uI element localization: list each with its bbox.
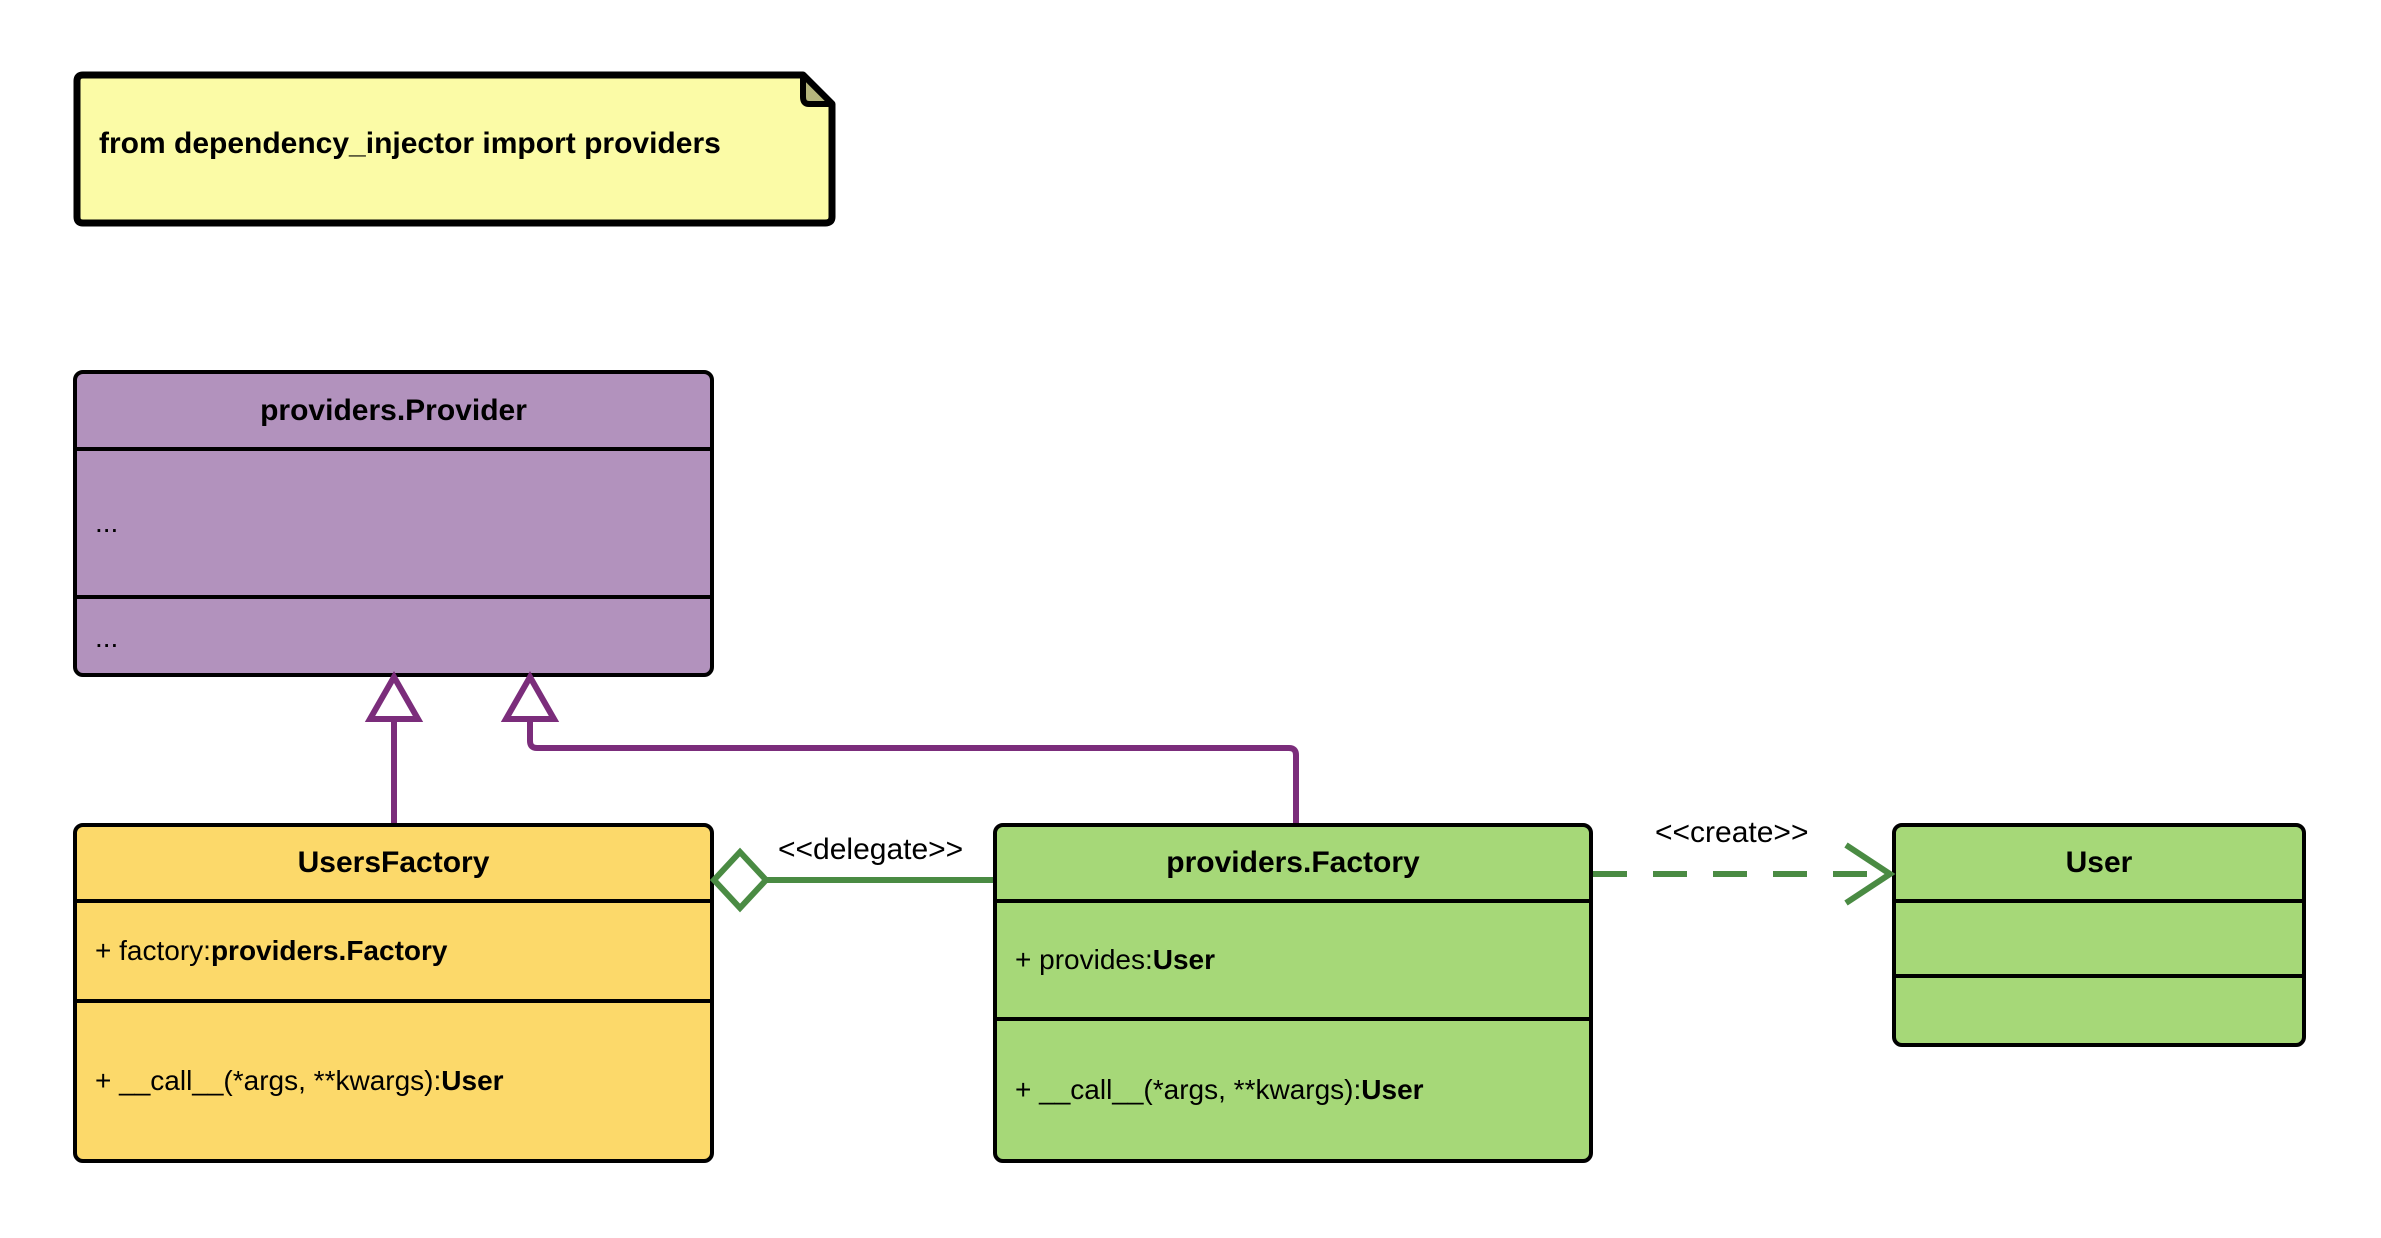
- class-box-usersfactory[interactable]: UsersFactory + factory: providers.Factor…: [73, 823, 714, 1163]
- attribute-text: + factory:: [95, 935, 211, 966]
- method-text: + __call__(*args, **kwargs):: [95, 1065, 442, 1096]
- note-icon: [73, 71, 836, 227]
- class-attributes: [1896, 899, 2302, 974]
- class-title: User: [2065, 846, 2133, 879]
- class-box-providers-provider[interactable]: providers.Provider ... ...: [73, 370, 714, 677]
- class-attributes: ...: [77, 447, 710, 595]
- method-type: User: [441, 1065, 504, 1096]
- class-box-providers-factory[interactable]: providers.Factory + provides: User + __c…: [993, 823, 1593, 1163]
- class-attributes: + factory: providers.Factory: [77, 899, 710, 999]
- attribute-type: providers.Factory: [210, 935, 448, 966]
- dependency-create[interactable]: [1593, 842, 1896, 906]
- method-text: + __call__(*args, **kwargs):: [1015, 1074, 1362, 1105]
- class-methods: + __call__(*args, **kwargs): User: [997, 1017, 1589, 1159]
- class-methods: + __call__(*args, **kwargs): User: [77, 999, 710, 1159]
- relation-label-delegate: <<delegate>>: [778, 833, 964, 866]
- class-title: providers.Provider: [260, 393, 527, 427]
- class-methods: ...: [77, 595, 710, 673]
- class-title: UsersFactory: [297, 846, 490, 879]
- relation-label-create: <<create>>: [1655, 816, 1809, 849]
- generalization-factory-to-provider[interactable]: [500, 670, 1299, 823]
- class-title: providers.Factory: [1166, 846, 1420, 879]
- class-box-user[interactable]: User: [1892, 823, 2306, 1047]
- class-methods: [1896, 974, 2302, 1043]
- generalization-usersfactory-to-provider[interactable]: [364, 670, 424, 823]
- attribute-text: + provides:: [1015, 944, 1153, 975]
- note-text: from dependency_injector import provider…: [99, 127, 721, 160]
- class-attributes: + provides: User: [997, 899, 1589, 1017]
- note-shape: from dependency_injector import provider…: [73, 71, 836, 227]
- method-type: User: [1361, 1074, 1424, 1105]
- attribute-type: User: [1152, 944, 1216, 975]
